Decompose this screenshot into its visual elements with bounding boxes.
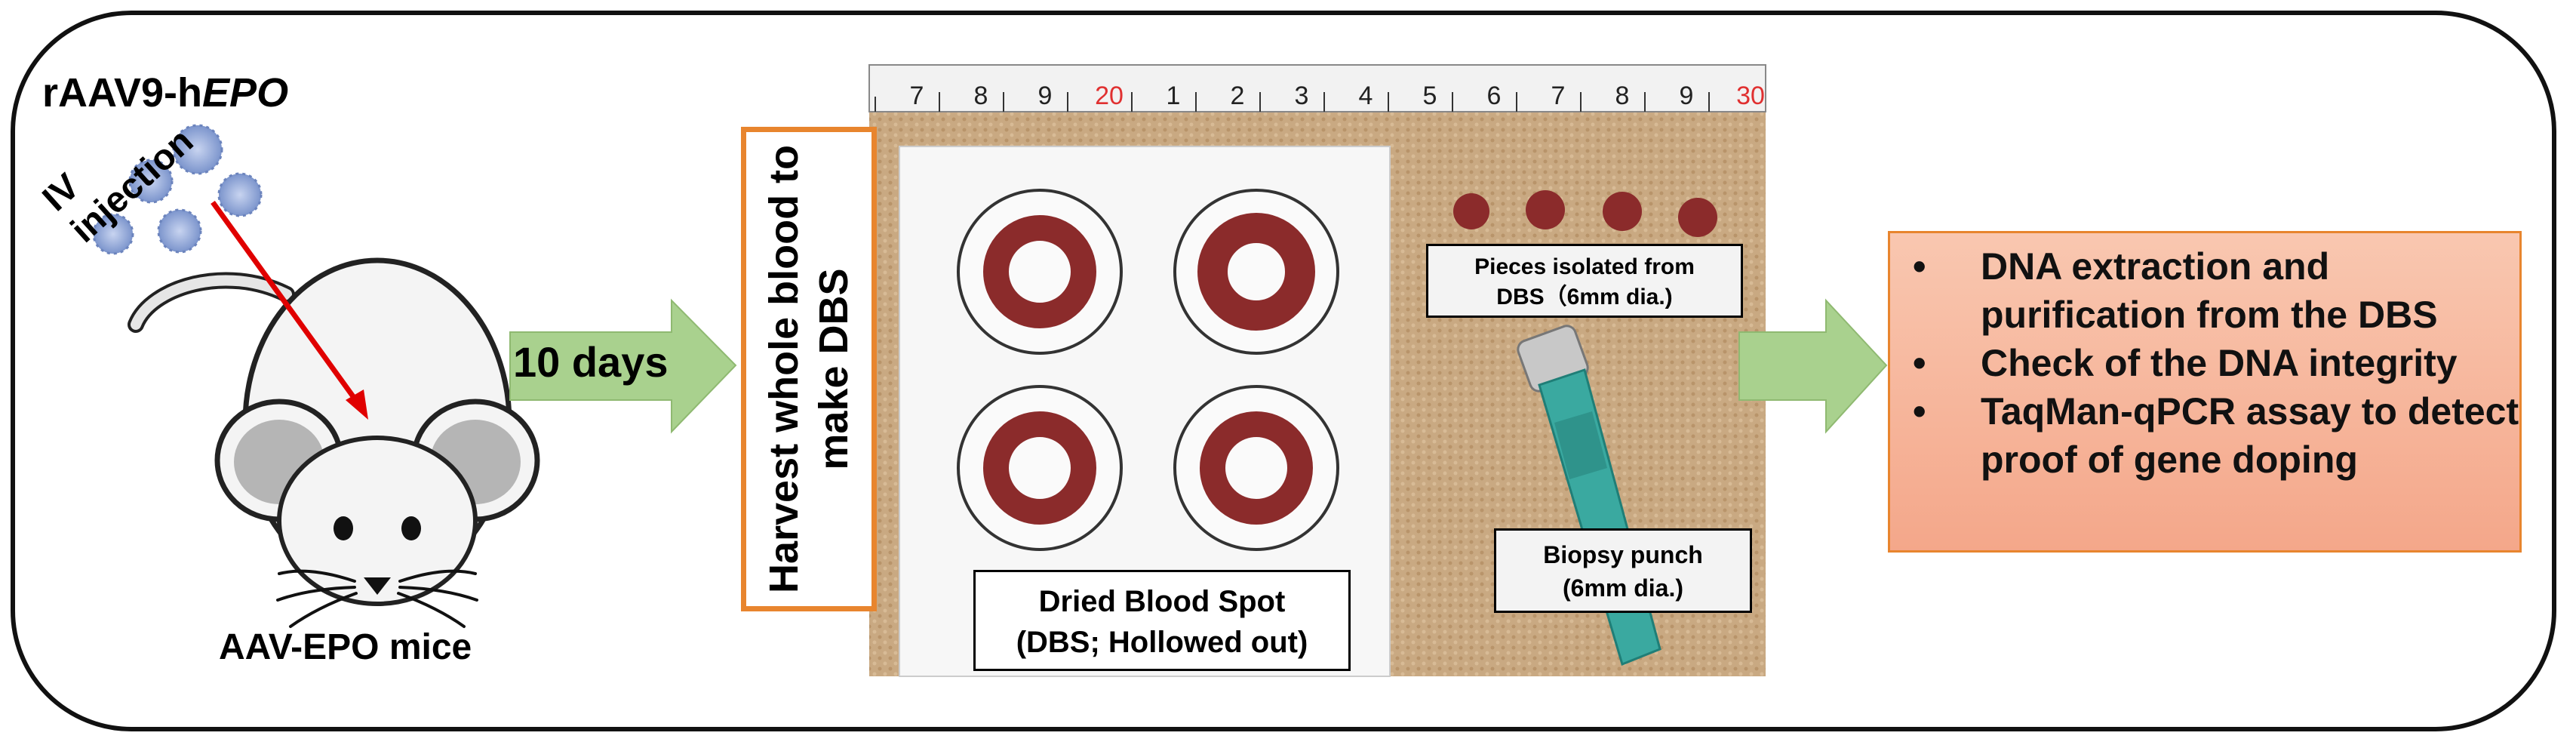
mice-label: AAV-EPO mice <box>219 627 472 667</box>
ruler-number: 8 <box>1615 82 1630 110</box>
ruler-number: 1 <box>1167 82 1181 110</box>
analysis-item: •Check of the DNA integrity <box>1890 339 2519 387</box>
ruler-number: 9 <box>1680 82 1694 110</box>
ruler-number: 3 <box>1295 82 1309 110</box>
blood-spot <box>957 189 1123 355</box>
virus-icon <box>128 159 174 204</box>
bullet-icon: • <box>1913 342 1926 384</box>
blood-spot <box>1173 189 1339 355</box>
punch-label-line2: (6mm dia.) <box>1562 574 1684 602</box>
mouse-icon <box>128 257 540 628</box>
ruler-numbers: 7 8 9 20 1 2 3 4 5 6 7 8 9 30 <box>910 82 1765 110</box>
virus-icon <box>157 208 202 254</box>
punched-piece <box>1526 190 1565 229</box>
arrow-to-analysis <box>1738 298 1888 434</box>
pieces-label: Pieces isolated from DBS（6mm dia.) <box>1426 244 1743 318</box>
analysis-item: •DNA extraction and purification from th… <box>1890 242 2519 339</box>
bullet-icon: • <box>1913 245 1926 288</box>
ruler-number: 2 <box>1231 82 1245 110</box>
analysis-list: •DNA extraction and purification from th… <box>1890 233 2519 484</box>
arrow-10-days <box>509 298 737 434</box>
ruler-number: 7 <box>1551 82 1566 110</box>
ruler-number: 30 <box>1736 82 1765 110</box>
blood-spot <box>957 385 1123 551</box>
ruler-number: 6 <box>1487 82 1502 110</box>
bullet-icon: • <box>1913 390 1926 433</box>
ruler-number: 20 <box>1095 82 1124 110</box>
ruler-number: 4 <box>1359 82 1373 110</box>
pieces-label-line2: DBS（6mm dia.) <box>1496 285 1673 309</box>
ruler-number: 8 <box>974 82 988 110</box>
punched-piece <box>1453 193 1489 229</box>
injection-arrow <box>211 200 368 420</box>
ruler-number: 7 <box>910 82 924 110</box>
analysis-box: •DNA extraction and purification from th… <box>1888 231 2522 553</box>
ruler-number: 5 <box>1423 82 1437 110</box>
days-label: 10 days <box>513 338 669 386</box>
vector-title: rAAV9-hEPO <box>42 70 289 115</box>
punched-piece <box>1678 198 1717 237</box>
virus-icon <box>92 213 134 255</box>
punched-piece <box>1603 192 1642 231</box>
dbs-label-line2: (DBS; Hollowed out) <box>1016 626 1308 659</box>
harvest-label: Harvest whole blood to make DBS <box>761 144 856 594</box>
analysis-item: •TaqMan-qPCR assay to detect proof of ge… <box>1890 387 2519 484</box>
virus-cluster <box>92 124 263 255</box>
virus-icon <box>217 172 263 217</box>
virus-icon <box>172 124 223 175</box>
dbs-label: Dried Blood Spot (DBS; Hollowed out) <box>973 570 1351 671</box>
pieces-label-line1: Pieces isolated from <box>1474 254 1695 279</box>
ruler-number: 9 <box>1038 82 1053 110</box>
blood-spot <box>1173 385 1339 551</box>
punch-label: Biopsy punch (6mm dia.) <box>1494 528 1752 613</box>
punch-label-line1: Biopsy punch <box>1543 541 1703 568</box>
harvest-box: Harvest whole blood to make DBS <box>741 127 877 611</box>
dbs-label-line1: Dried Blood Spot <box>1038 585 1286 618</box>
